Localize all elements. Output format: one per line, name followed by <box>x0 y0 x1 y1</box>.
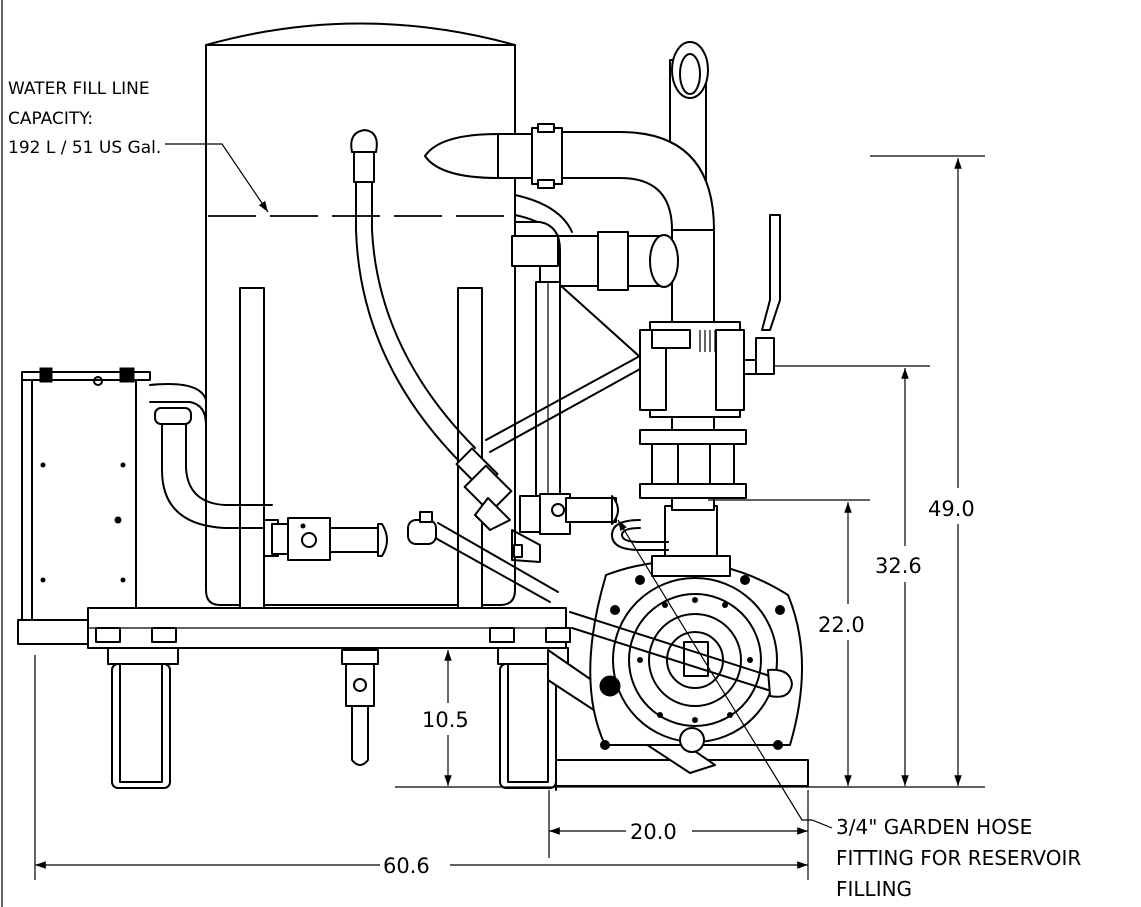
hose-fitting-callout: 3/4" GARDEN HOSE FITTING FOR RESERVOIR F… <box>617 519 1081 901</box>
piping <box>424 41 781 563</box>
dim-overall-width: 60.6 <box>383 854 430 878</box>
base-frame <box>87 511 571 791</box>
water-fill-label-line2: CAPACITY: <box>8 109 93 129</box>
dim-pump-base-width: 20.0 <box>630 820 677 844</box>
dim-overall-height: 49.0 <box>928 497 975 521</box>
dim-base-height: 10.5 <box>422 708 469 732</box>
dim-valve-height: 32.6 <box>875 554 922 578</box>
dim-pump-inlet-height: 22.0 <box>818 613 865 637</box>
water-fill-label-line1: WATER FILL LINE <box>8 79 150 99</box>
hose-fitting-label-line1: 3/4" GARDEN HOSE <box>836 815 1032 839</box>
control-box <box>17 367 151 645</box>
drain-hose <box>350 129 513 531</box>
pump <box>547 505 809 787</box>
return-hose <box>149 383 388 561</box>
water-tank <box>205 22 523 619</box>
hose-fitting-label-line2: FITTING FOR RESERVOIR <box>836 846 1081 870</box>
dimensions: 60.6 20.0 10.5 22.0 32.6 49.0 <box>34 155 985 880</box>
water-fill-callout: WATER FILL LINE CAPACITY: 192 L / 51 US … <box>8 79 269 213</box>
hose-fitting-label-line3: FILLING <box>836 877 912 901</box>
water-fill-label-line3: 192 L / 51 US Gal. <box>8 138 161 158</box>
